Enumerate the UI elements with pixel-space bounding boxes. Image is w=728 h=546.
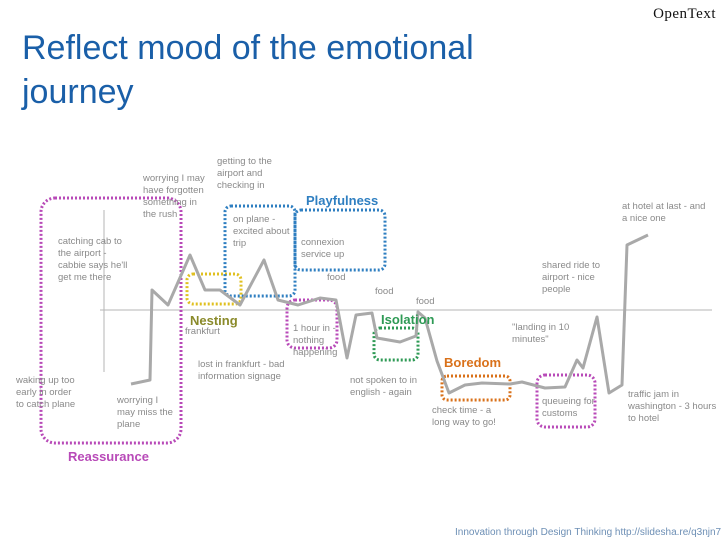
boredom-zone-box (440, 374, 512, 402)
isolation-zone-box (372, 326, 420, 362)
note-food-1: food (327, 272, 346, 283)
note-lost: lost in frankfurt - bad information sign… (198, 359, 287, 382)
note-wakeup: waking up too early in order to catch pl… (15, 375, 77, 410)
note-onplane: on plane - excited about trip (233, 214, 292, 249)
note-checktime: check time - a long way to go! (432, 405, 496, 428)
reassurance-zone-box (39, 196, 183, 445)
note-hour: 1 hour in - nothing happening (293, 323, 338, 358)
reassurance-label: Reassurance (68, 449, 149, 464)
note-worry-forgot: worrying I may have forgotten something … (142, 173, 207, 220)
note-food-2: food (375, 286, 394, 297)
note-connexion: connexion service up (301, 237, 347, 260)
boredom-label: Boredom (444, 355, 501, 370)
playfulness-zone-box (223, 204, 297, 298)
nesting-zone-box (185, 272, 243, 306)
mood-line (130, 233, 649, 395)
note-hotel: at hotel at last - and a nice one (622, 201, 708, 224)
note-airport: getting to the airport and checking in (217, 156, 275, 191)
note-frankfurt: frankfurt (185, 326, 220, 337)
note-food-3: food (416, 296, 435, 307)
note-english: not spoken to in english - again (350, 375, 420, 398)
source-credit: Innovation through Design Thinking http:… (455, 527, 722, 538)
note-queue: queueing for customs (542, 396, 597, 419)
note-traffic: traffic jam in washington - 3 hours to h… (627, 389, 719, 424)
note-cab: catching cab to the airport - cabbie say… (58, 236, 130, 283)
note-shared: shared ride to airport - nice people (542, 260, 603, 295)
page-title: Reflect mood of the emotional journey (22, 29, 474, 111)
nesting-label: Nesting (190, 313, 238, 328)
opentext-logo: OpenText (653, 6, 716, 22)
note-worry-miss: worrying I may miss the plane (116, 395, 176, 430)
note-landing: "landing in 10 minutes" (512, 322, 572, 345)
reassurance-zone-box-2 (535, 373, 597, 429)
isolation-label: Isolation (381, 312, 435, 327)
playfulness-label: Playfulness (306, 193, 378, 208)
